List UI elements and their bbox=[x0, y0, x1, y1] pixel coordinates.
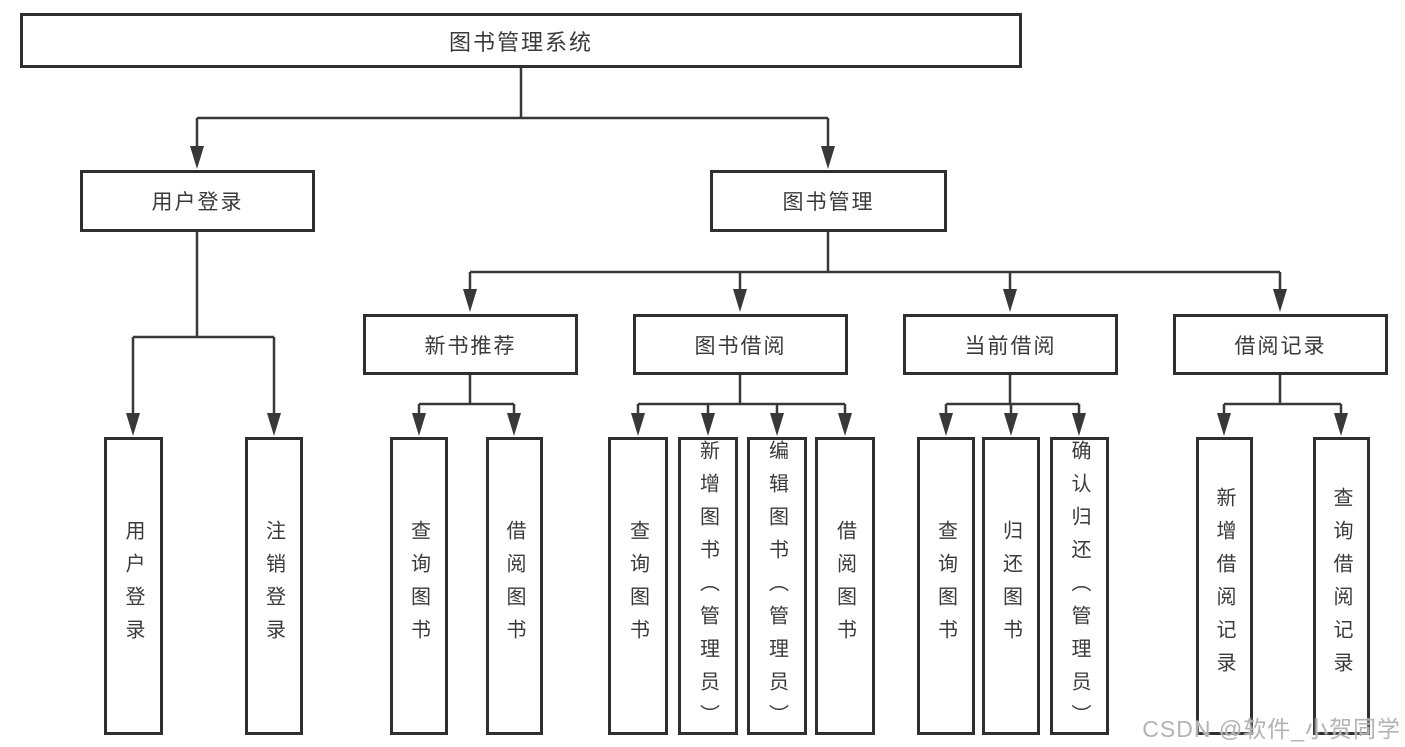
leaf-confirm-return-admin: 确认归还（管理员） bbox=[1050, 437, 1109, 737]
leaf-query-borrow-record: 查询借阅记录 bbox=[1313, 437, 1370, 735]
node-library-system: 图书管理系统 bbox=[20, 13, 1022, 68]
node-current-borrowing: 当前借阅 bbox=[903, 314, 1118, 375]
node-book-management-branch: 图书管理 bbox=[710, 170, 947, 232]
leaf-query-books-current: 查询图书 bbox=[917, 437, 975, 735]
node-user-login-branch: 用户登录 bbox=[80, 170, 315, 232]
leaf-logout: 注销登录 bbox=[245, 437, 303, 735]
leaf-borrow-books: 借阅图书 bbox=[815, 437, 875, 735]
leaf-borrow-books-recommend: 借阅图书 bbox=[486, 437, 543, 735]
leaf-query-books-recommend: 查询图书 bbox=[390, 437, 448, 735]
leaf-query-books-borrow: 查询图书 bbox=[608, 437, 668, 735]
leaf-add-books-admin: 新增图书（管理员） bbox=[678, 437, 738, 737]
node-borrowing-records: 借阅记录 bbox=[1173, 314, 1388, 375]
node-new-book-recommend: 新书推荐 bbox=[363, 314, 578, 375]
leaf-return-books: 归还图书 bbox=[982, 437, 1040, 735]
leaf-edit-books-admin: 编辑图书（管理员） bbox=[747, 437, 807, 737]
leaf-add-borrow-record: 新增借阅记录 bbox=[1196, 437, 1253, 735]
node-book-borrowing: 图书借阅 bbox=[633, 314, 848, 375]
leaf-user-login: 用户登录 bbox=[104, 437, 163, 735]
csdn-watermark: CSDN @软件_小贺同学 bbox=[1142, 716, 1401, 742]
